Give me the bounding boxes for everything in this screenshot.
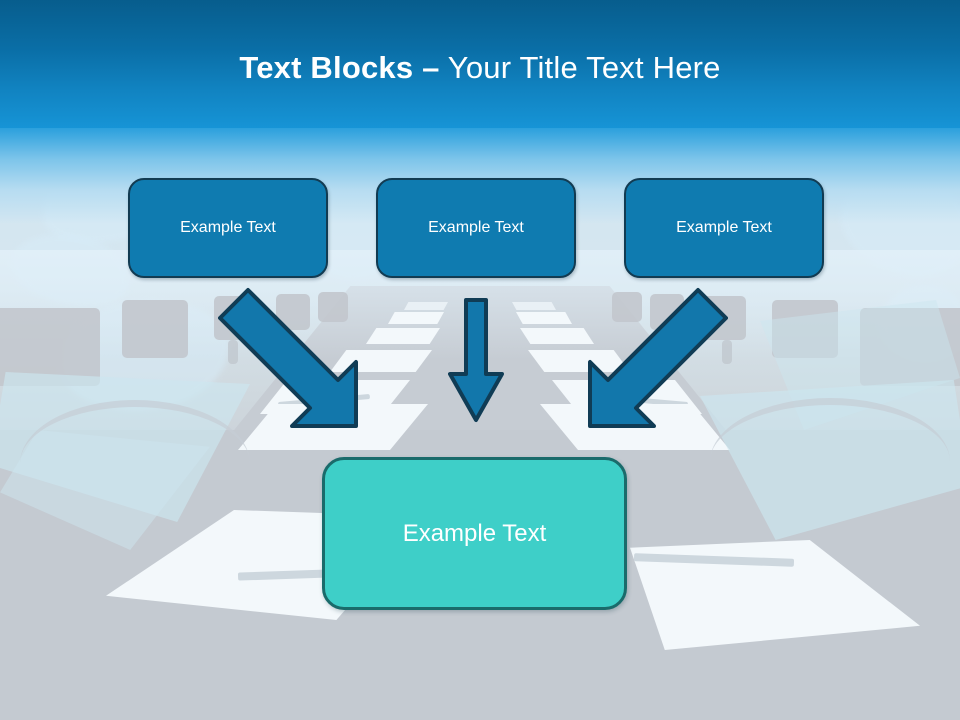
chair-shape: [122, 300, 188, 358]
paper-sheet: [512, 302, 556, 310]
chair-shape: [318, 292, 348, 322]
paper-sheet: [520, 328, 594, 344]
text-block-1[interactable]: Example Text: [128, 178, 328, 278]
arrow-down-left-icon: [588, 288, 728, 428]
page-title-strong: Text Blocks –: [239, 50, 440, 85]
paper-sheet: [404, 302, 448, 310]
chair-shape: [772, 300, 838, 358]
chair-back-curve: [20, 400, 250, 527]
arrow-down-icon: [448, 298, 504, 422]
page-title-light: Your Title Text Here: [439, 50, 721, 85]
text-block-result-label: Example Text: [402, 519, 547, 547]
text-block-3-label: Example Text: [676, 219, 772, 236]
paper-sheet: [516, 312, 572, 324]
chair-shape: [860, 308, 960, 386]
chair-leg-shape: [228, 340, 238, 364]
page-title: Text Blocks – Your Title Text Here: [0, 50, 960, 86]
title-banner: [0, 0, 960, 128]
text-block-1-label: Example Text: [180, 219, 276, 236]
arrow-down-right-icon: [218, 288, 358, 428]
chair-shape: [612, 292, 642, 322]
text-block-3[interactable]: Example Text: [624, 178, 824, 278]
paper-sheet: [528, 350, 630, 372]
paper-sheet: [366, 328, 440, 344]
chair-leg-shape: [722, 340, 732, 364]
chair-back-curve: [710, 398, 950, 525]
text-block-2-label: Example Text: [428, 219, 524, 236]
paper-sheet: [388, 312, 444, 324]
text-block-result[interactable]: Example Text: [322, 457, 627, 610]
text-block-2[interactable]: Example Text: [376, 178, 576, 278]
